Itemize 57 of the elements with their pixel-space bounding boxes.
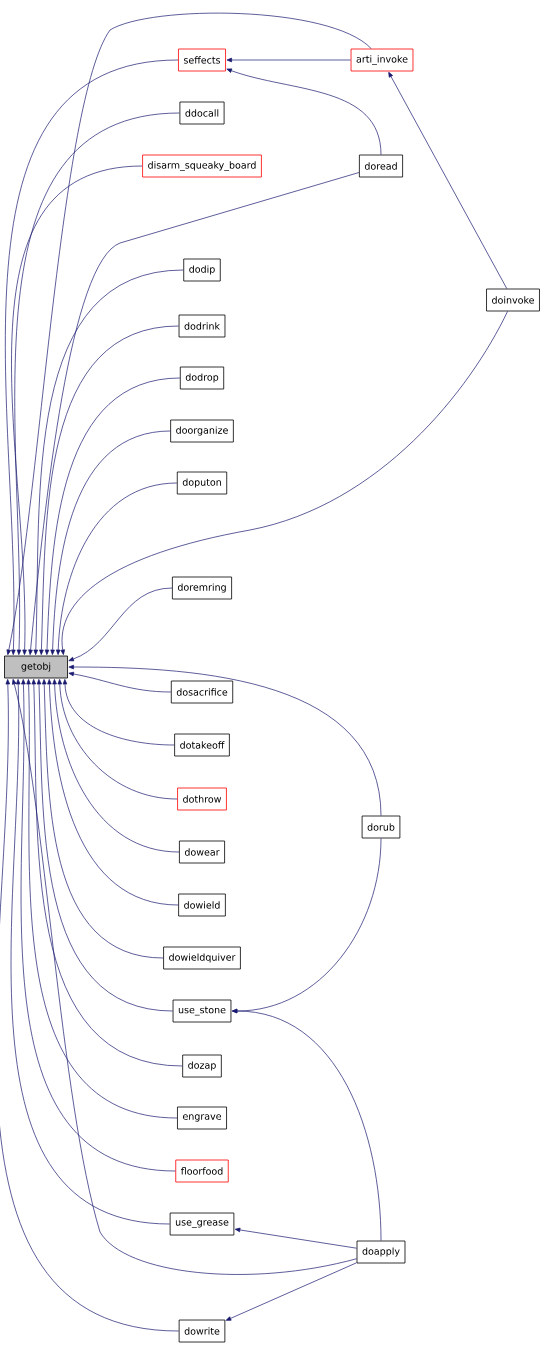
function-box: dothrow (177, 787, 227, 811)
function-box: floorfood (175, 1159, 229, 1183)
arrow (6, 12, 372, 655)
arrow (225, 1262, 357, 1321)
arrow (62, 679, 175, 746)
function-box: doapply (356, 1240, 406, 1264)
arrow (10, 679, 171, 1225)
function-box: arti_invoke (350, 48, 414, 72)
arrow (226, 57, 351, 63)
function-box: dodrop (179, 366, 225, 390)
function-box: doinvoke (486, 288, 540, 312)
function-box: ddocall (179, 101, 225, 125)
arrow (11, 165, 143, 655)
arrow (33, 269, 184, 655)
function-box: doorganize (170, 419, 234, 443)
arrow (52, 679, 180, 853)
function-box: doread (359, 154, 403, 178)
arrow (50, 430, 171, 655)
function-box: use_grease (169, 1212, 235, 1236)
arrow (0, 679, 180, 1332)
function-box: disarm_squeaky_board (142, 154, 262, 178)
arrow (68, 587, 173, 662)
function-box: getobj (4, 655, 68, 679)
arrow (28, 172, 360, 655)
function-box: dodip (183, 258, 221, 282)
arrow (234, 1227, 357, 1249)
function-box: dorub (361, 815, 401, 839)
function-box: dowrite (178, 1319, 226, 1343)
function-box: dotakeoff (174, 733, 230, 757)
arrow (57, 679, 178, 800)
arrow (68, 671, 172, 693)
arrow (36, 679, 173, 1012)
arrow (31, 679, 183, 1067)
function-box: dodrink (178, 314, 226, 338)
arrow (226, 68, 382, 155)
function-box: dosacrifice (170, 680, 234, 704)
arrow (44, 377, 181, 655)
arrow (388, 71, 508, 289)
function-box: doputon (176, 471, 228, 495)
function-box: dozap (182, 1054, 222, 1078)
arrow (68, 664, 382, 816)
arrow (20, 679, 176, 1172)
arrow (39, 325, 179, 655)
arrow (12, 679, 357, 1275)
function-box: dowieldquiver (163, 946, 241, 970)
function-box: dowear (179, 840, 225, 864)
arrow (26, 679, 178, 1119)
arrow (55, 482, 178, 655)
function-box: engrave (177, 1106, 227, 1130)
arrow (41, 679, 164, 959)
function-box: use_stone (172, 999, 232, 1023)
function-box: seffects (178, 48, 226, 72)
arrow (232, 1008, 382, 1241)
function-box: doremring (172, 576, 232, 600)
arrow (47, 679, 179, 906)
function-box: dowield (178, 893, 226, 917)
arrow (60, 311, 508, 655)
